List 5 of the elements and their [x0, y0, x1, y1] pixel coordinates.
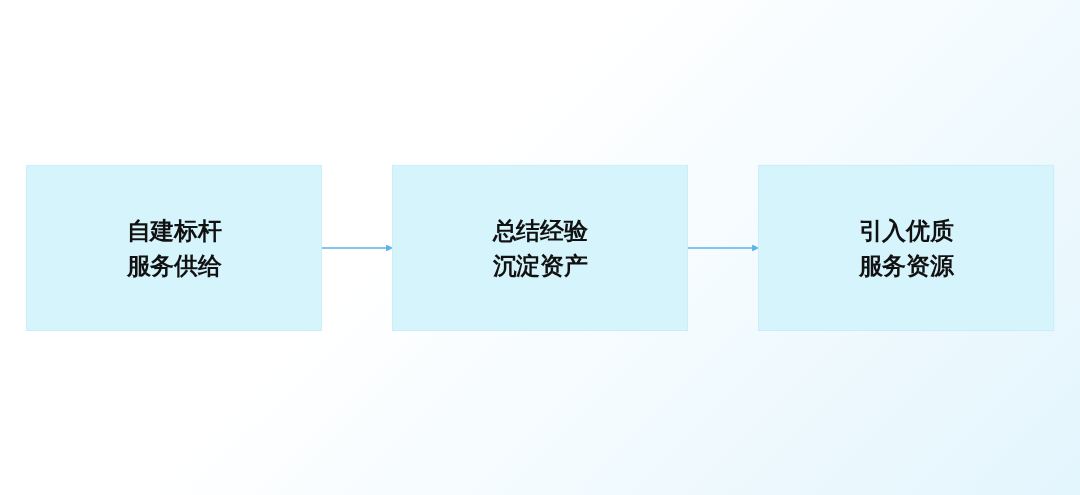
arrow	[320, 244, 393, 251]
arrow	[686, 244, 759, 251]
node-box: 自建标杆服务供给	[25, 164, 322, 331]
node-box: 引入优质服务资源	[758, 164, 1055, 331]
node-box: 总结经验沉淀资产	[392, 164, 688, 331]
